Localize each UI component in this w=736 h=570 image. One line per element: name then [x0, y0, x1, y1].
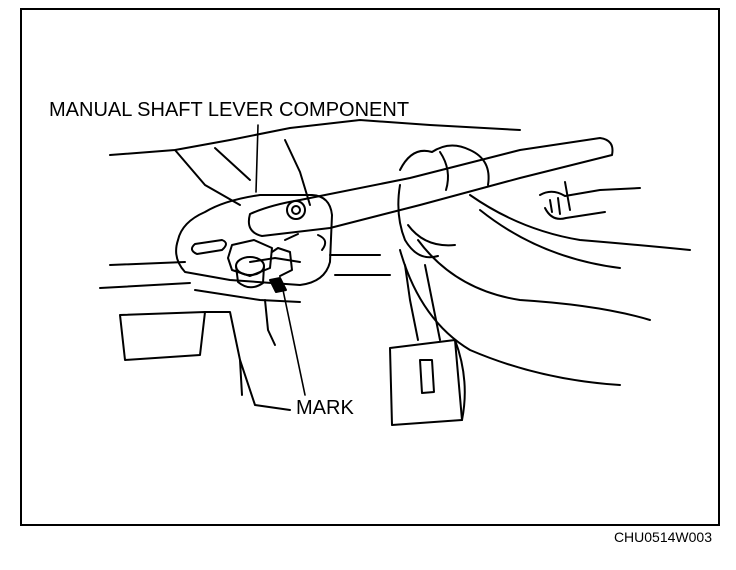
hand	[397, 144, 490, 259]
connector-plug	[539, 181, 641, 220]
index-mark	[269, 277, 287, 293]
figure-code: CHU0514W003	[613, 529, 712, 545]
arm-sleeve	[399, 194, 691, 386]
hanging-connector	[389, 264, 466, 426]
mark-label: MARK	[296, 397, 354, 419]
leader-lines	[255, 124, 306, 396]
lower-housing	[119, 289, 301, 411]
lever-plate	[175, 194, 333, 286]
lever-nut	[227, 239, 293, 289]
component-label: MANUAL SHAFT LEVER COMPONENT	[49, 99, 410, 121]
figure-frame	[20, 8, 720, 526]
selector-rod	[247, 137, 614, 237]
